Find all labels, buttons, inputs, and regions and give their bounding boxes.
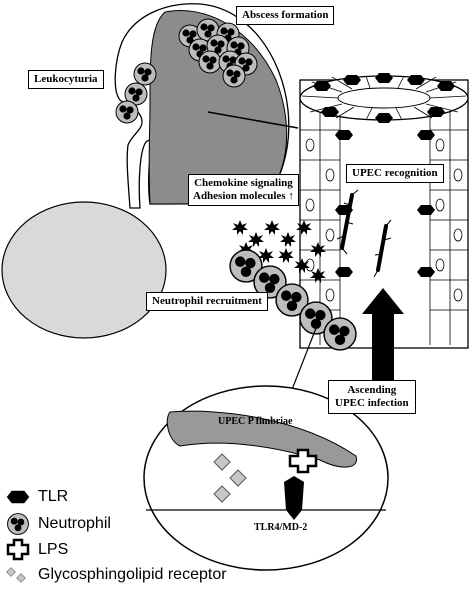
label-abscess-formation: Abscess formation: [236, 6, 335, 25]
connector-kidney-tubule: [207, 111, 299, 129]
legend-lps-label: LPS: [38, 541, 69, 558]
legend-glyco-label: Glycosphingolipid receptor: [38, 566, 227, 583]
label-chemokine-line2: Adhesion molecules ↑: [193, 190, 294, 202]
legend-neutrophil-icon: [7, 513, 29, 535]
label-ascending-line1: Ascending: [347, 384, 397, 396]
tlr4-receptor: [284, 476, 304, 520]
label-tlr4-md2: TLR4/MD-2: [254, 522, 308, 533]
legend-neutrophil-label: Neutrophil: [38, 515, 111, 532]
label-upec-recognition: UPEC recognition: [346, 164, 444, 183]
legend-glyco-icon: [6, 567, 26, 583]
label-chemokine-line1: Chemokine signaling: [194, 177, 293, 189]
bladder: [1, 201, 167, 339]
legend-lps-icon: [6, 538, 30, 561]
label-ascending-line2: UPEC infection: [335, 397, 409, 409]
label-p-fimbriae: UPEC P fimbriae: [218, 416, 293, 427]
label-ascending-infection: Ascending UPEC infection: [328, 380, 416, 414]
legend-tlr-label: TLR: [38, 488, 69, 505]
lps-shape: [288, 448, 318, 474]
upec-bacteria: [336, 189, 392, 278]
legend-tlr-icon: [6, 490, 30, 504]
label-leukocyturia: Leukocyturia: [28, 70, 104, 89]
label-chemokine: Chemokine signaling Adhesion molecules ↑: [188, 174, 299, 206]
ascending-arrow: [362, 288, 404, 382]
label-neutrophil-recruitment: Neutrophil recruitment: [146, 292, 268, 311]
